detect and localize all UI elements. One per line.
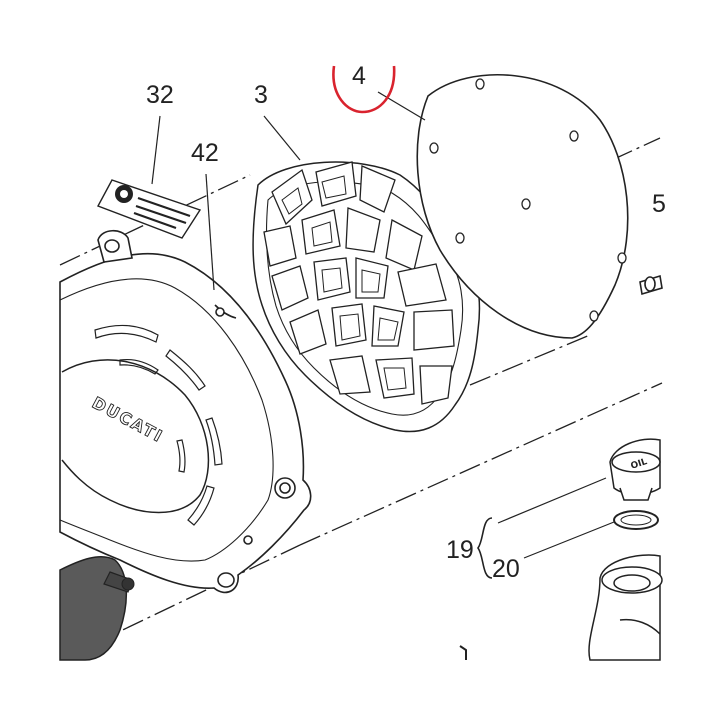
screw-head [644,276,656,292]
vent-slot [165,349,206,391]
axis-line-right [611,137,661,161]
cover-bolt-hole-bottom [217,572,235,588]
plate-hole [589,310,599,322]
pad-cutout [339,313,361,341]
axis-line-middle [469,334,591,386]
damper-pad [313,257,351,301]
vent-slot [119,358,159,375]
leader-20 [523,521,615,559]
callout-5: 5 [652,190,666,218]
pad-cutout [321,175,347,199]
decal-logo-icon-center [120,190,128,198]
pad-cutout [383,367,407,391]
plate-hole [429,142,439,154]
damper-pad [301,209,341,255]
damper-pad [345,207,381,253]
housing-edge [619,618,661,635]
callout-4: 4 [352,62,366,90]
cover-bolt-hole-top [104,239,120,253]
damper-pad [263,225,297,267]
vent-slot [187,485,215,526]
vent-slot [176,439,186,473]
decal-mark [137,196,191,218]
damper-pad [359,165,396,213]
dark-engine-part [59,556,135,661]
damper-pad [413,309,455,351]
cover-bolt-hole-right-inner [279,482,291,494]
cover-screw [215,307,225,317]
axis-line-lower-right [299,382,663,546]
pad-cutout [377,317,399,341]
clutch-cover-inner-rim [59,278,274,562]
damper-pad [371,305,405,347]
cover-center-dome [61,359,210,514]
damper-pad [331,303,367,347]
damper-pads [252,161,481,433]
cover-plate [416,73,663,339]
oil-cap-marking: OIL [630,457,649,472]
cover-plate-holes [429,78,627,322]
damper-pad [397,263,447,307]
damper-pad [329,355,371,395]
callout-labels: 32 3 42 4 5 19 20 [146,62,666,583]
vent-slot [205,417,223,466]
cover-vent-slots [94,324,223,526]
damper-pad [289,309,327,355]
callout-42: 42 [191,139,219,167]
o-ring [613,510,659,530]
callout-highlight-circle [332,65,396,114]
callout-20: 20 [492,555,520,583]
oil-cap-thread [619,487,653,501]
o-ring-inner [620,514,652,526]
damper-pad [271,265,309,311]
pad-cutout [361,269,381,293]
leader-3 [263,115,301,161]
clutch-cover: DUCATI [59,229,312,594]
oil-cap-top [611,451,661,473]
leader-lines [151,91,615,579]
leader-4 [377,91,426,121]
decal-sticker [97,179,202,239]
leader-19 [497,477,607,524]
brace-19 [477,517,493,579]
decal-mark [133,211,177,230]
callout-3: 3 [254,81,268,109]
damper-pad [271,168,313,226]
cover-notch [214,304,237,319]
pad-cutout [311,221,333,247]
leader-32 [151,115,161,185]
plate-hole [569,130,579,142]
bracket-fragment [459,645,467,660]
decal-outline [97,179,202,239]
decal-mark [135,204,187,225]
damper-pad [355,257,389,299]
callout-19: 19 [446,536,474,564]
pad-cutout [281,187,303,215]
filler-neck-bore [613,574,651,592]
leader-42 [205,173,215,291]
oil-filler-assembly: OIL [588,438,663,661]
pad-cutout [321,267,343,293]
damper-pad-cutouts [281,175,407,391]
plate-hole [617,252,627,264]
dark-part-bolt-head [121,577,135,591]
damper-pad [315,161,357,207]
vent-slot [94,324,159,343]
damper-pad [419,365,453,405]
plate-hole [521,198,531,210]
dark-part-body [59,556,128,661]
callout-32: 32 [146,81,174,109]
plate-hole [455,232,465,244]
plate-hole [475,78,485,90]
decal-printed-marks [133,196,191,230]
cover-screw [243,535,253,545]
